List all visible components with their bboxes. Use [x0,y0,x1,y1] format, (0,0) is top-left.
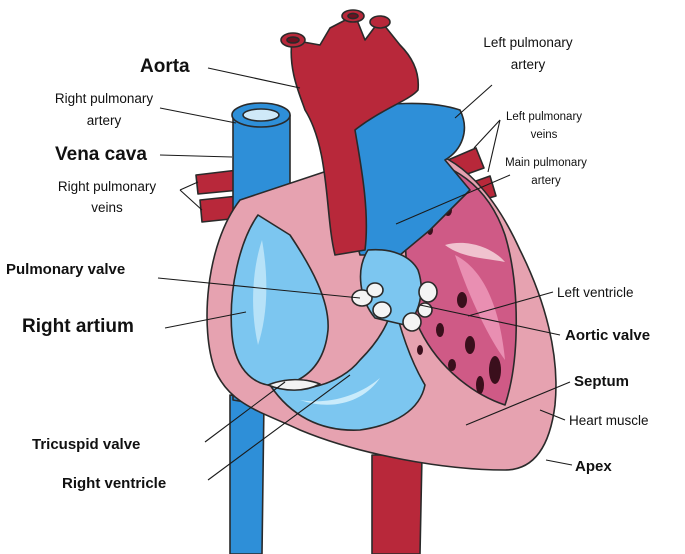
left-atrium-flap [445,242,505,262]
label-right-ventricle: Right ventricle [62,475,166,492]
label-right-pulmonary-veins-line2: veins [91,200,123,215]
label-aortic-valve: Aortic valve [565,327,650,344]
right-ventricle-chamber [269,294,426,431]
label-left-pulmonary-artery-line2: artery [511,57,546,72]
label-pulmonary-valve: Pulmonary valve [6,261,125,278]
label-heart-muscle: Heart muscle [569,413,649,428]
label-right-atrium: Right artium [22,316,134,337]
label-left-pulmonary-artery-line1: Left pulmonary [483,35,573,50]
label-main-pulmonary-artery-line2: artery [531,175,561,187]
leader-lines [157,67,573,481]
label-right-pulmonary-artery-line2: artery [87,113,122,128]
tricuspid-valve-leaflet [267,378,321,391]
right-ventricle-highlight [300,378,380,405]
pulmonary-valve-leaflets [351,282,392,319]
label-apex: Apex [575,458,612,475]
label-left-ventricle: Left ventricle [557,285,634,300]
label-left-pulmonary-veins-line2: veins [531,129,558,141]
right-atrium-highlight [253,240,267,345]
left-ventricle-inner [455,255,505,360]
label-aorta: Aorta [140,56,190,77]
descending-aorta [371,454,423,554]
label-left-pulmonary-veins-line1: Left pulmonary [506,111,582,123]
label-main-pulmonary-artery-line1: Main pulmonary [505,157,587,169]
label-right-pulmonary-veins-line1: Right pulmonary [58,179,157,194]
aorta [280,9,420,256]
label-tricuspid-valve: Tricuspid valve [32,436,140,453]
label-vena-cava: Vena cava [55,144,147,165]
label-right-pulmonary-artery-line1: Right pulmonary [55,91,154,106]
label-septum: Septum [574,373,629,390]
